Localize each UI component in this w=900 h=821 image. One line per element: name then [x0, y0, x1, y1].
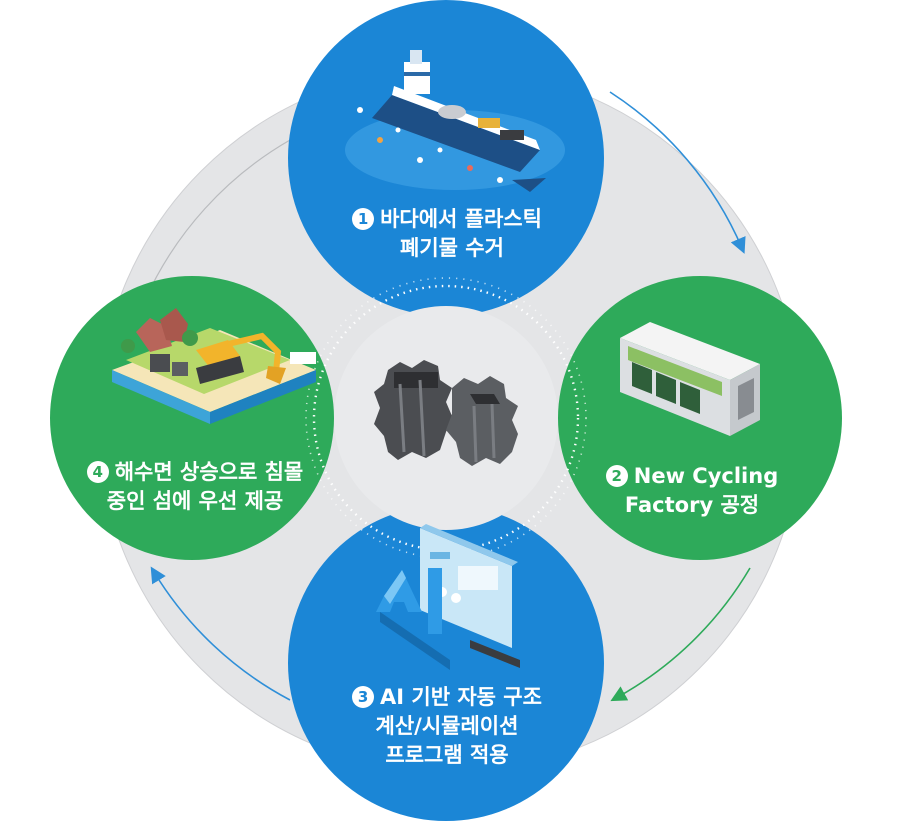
- step-4-line-2: 중인 섬에 우선 제공: [106, 489, 284, 513]
- step-3-line-3: 프로그램 적용: [385, 743, 509, 767]
- step-1-line-1: 바다에서 플라스틱: [380, 207, 542, 231]
- center-dotted-ring: [312, 284, 580, 552]
- step-1-line-2: 폐기물 수거: [400, 236, 504, 260]
- arrow-1-to-2: [609, 91, 746, 254]
- step-1-number: 1: [352, 208, 375, 230]
- step-3-number: 3: [352, 686, 375, 708]
- center-dotted-ring-outer: [305, 277, 587, 559]
- step-circle-4: [50, 276, 334, 560]
- arrow-2-to-3: [610, 567, 751, 702]
- ship-illustration: [345, 50, 565, 192]
- arrow-3-to-4: [150, 566, 291, 701]
- step-3-line-1: AI 기반 자동 구조: [380, 685, 542, 709]
- step-3-line-2: 계산/시뮬레이션: [375, 714, 519, 738]
- ai-monitor-illustration: [376, 524, 520, 670]
- step-circle-1: [288, 0, 604, 316]
- step-4-line-1: 해수면 상승으로 침몰: [114, 460, 304, 484]
- gear-block-illustration: [374, 360, 518, 466]
- factory-container-illustration: [620, 322, 760, 436]
- step-2-line-2: Factory 공정: [624, 493, 760, 517]
- step-2-line-1: New Cycling: [633, 464, 779, 488]
- step-4-number: 4: [86, 461, 109, 483]
- step-2-number: 2: [605, 465, 628, 487]
- arrow-4-to-1: [144, 139, 291, 301]
- island-excavator-illustration: [112, 308, 316, 424]
